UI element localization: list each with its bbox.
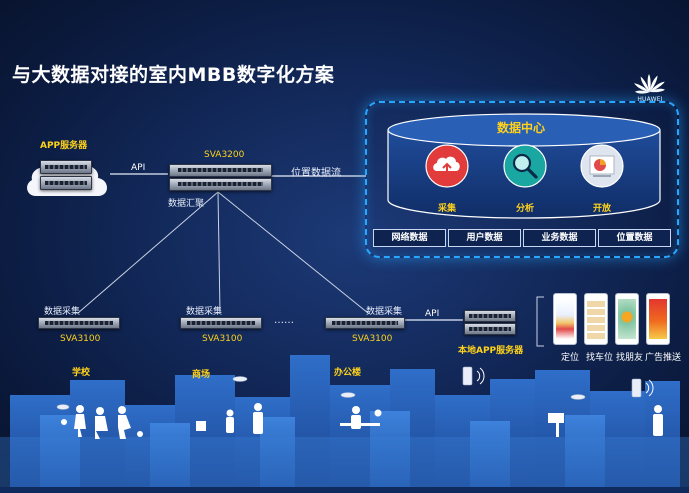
city-skyline [0, 355, 689, 493]
app-label-ads: 广告推送 [645, 353, 682, 363]
sva3200-device [169, 178, 272, 191]
local-server-rack [464, 323, 516, 335]
location-stream-label: 位置数据流 [291, 168, 341, 179]
phone-ads [646, 293, 670, 345]
phone-parking [584, 293, 608, 345]
sva3200-name: SVA3200 [204, 150, 245, 160]
sva3100-caption: 数据采集 [186, 307, 223, 317]
venue-label-office: 办公楼 [334, 368, 362, 378]
phone-friends [615, 293, 639, 345]
data-type-network: 网络数据 [373, 229, 446, 247]
app-server-rack [40, 160, 92, 174]
sva3100-caption: 数据采集 [44, 307, 81, 317]
sva3100-device [325, 317, 405, 329]
sva3100-name: SVA3100 [60, 334, 101, 344]
venue-label-mall: 商场 [192, 370, 211, 380]
app-label-friends: 找朋友 [616, 353, 644, 363]
cloud-upload-icon [425, 144, 469, 188]
huawei-logo [634, 74, 665, 94]
sva3100-name: SVA3100 [352, 334, 393, 344]
phone-locate [553, 293, 577, 345]
sva3100-caption: 数据采集 [366, 307, 403, 317]
sva3200-device [169, 164, 272, 177]
data-type-user: 用户数据 [448, 229, 521, 247]
data-type-location: 位置数据 [598, 229, 671, 247]
app-label-locate: 定位 [561, 353, 580, 363]
data-type-bar: 网络数据 用户数据 业务数据 位置数据 [373, 229, 671, 247]
app-server-rack [40, 176, 92, 190]
data-type-business: 业务数据 [523, 229, 596, 247]
data-center-title: 数据中心 [496, 121, 545, 135]
local-server-rack [464, 310, 516, 322]
magnifier-icon [503, 144, 547, 188]
function-label-open: 开放 [592, 204, 611, 214]
ellipsis: …… [274, 315, 294, 326]
pie-chart-icon [580, 144, 624, 188]
sva3100-name: SVA3100 [202, 334, 243, 344]
local-app-server-label: 本地APP服务器 [458, 346, 524, 356]
function-label-collect: 采集 [437, 204, 456, 214]
sva3100-device [38, 317, 120, 329]
sva3200-caption: 数据汇聚 [168, 199, 205, 209]
venue-label-school: 学校 [72, 368, 91, 378]
api-label-top: API [131, 163, 146, 173]
slide-title: 与大数据对接的室内MBB数字化方案 [12, 64, 335, 86]
app-label-parking: 找车位 [586, 353, 614, 363]
app-server-label: APP服务器 [40, 141, 88, 151]
huawei-wordmark: HUAWEI [637, 96, 663, 103]
sva3100-device [180, 317, 262, 329]
data-center-panel [365, 101, 679, 258]
function-label-analyze: 分析 [515, 204, 534, 214]
api-label-bottom: API [425, 309, 440, 319]
